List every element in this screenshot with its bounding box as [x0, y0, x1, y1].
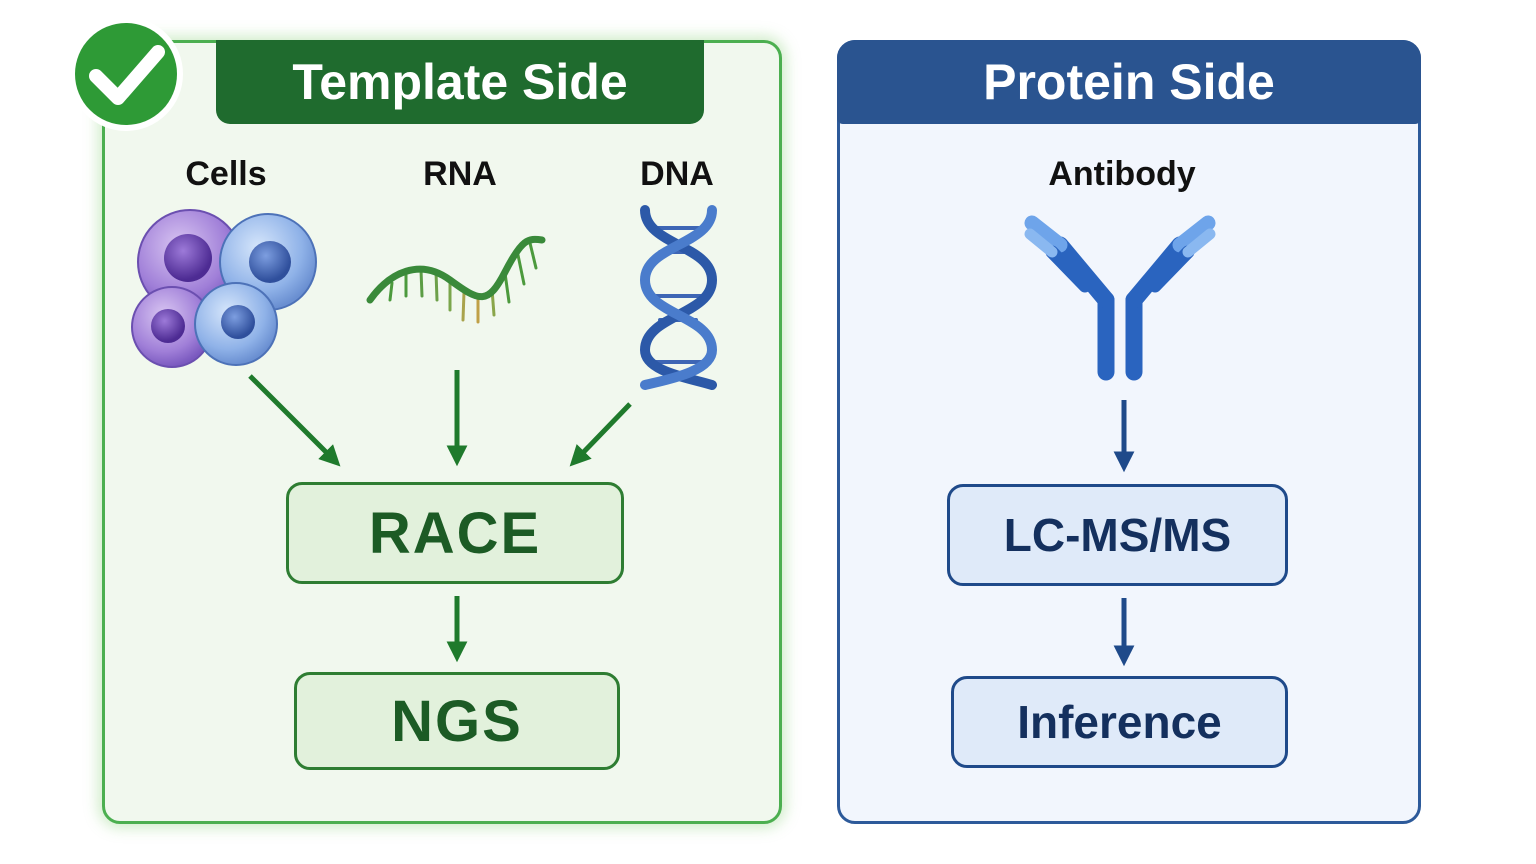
source-label-antibody: Antibody [1048, 155, 1196, 193]
source-label-dna: DNA [640, 155, 714, 193]
protein-side-title: Protein Side [837, 40, 1421, 124]
step-lc-ms-ms: LC-MS/MS [947, 484, 1288, 586]
antibody-icon [1024, 215, 1216, 381]
arrow-cells-to-race [248, 374, 341, 467]
template-side-title: Template Side [216, 40, 704, 124]
step-ngs: NGS [294, 672, 620, 770]
source-label-rna: RNA [423, 155, 497, 193]
step-inference: Inference [951, 676, 1288, 768]
arrow-dna-to-race [569, 402, 632, 467]
cells-icon [131, 209, 317, 368]
step-race: RACE [286, 482, 624, 584]
source-label-cells: Cells [185, 155, 267, 193]
checkmark-icon [69, 17, 183, 131]
dna-icon [639, 205, 718, 390]
rna-icon [366, 235, 546, 324]
